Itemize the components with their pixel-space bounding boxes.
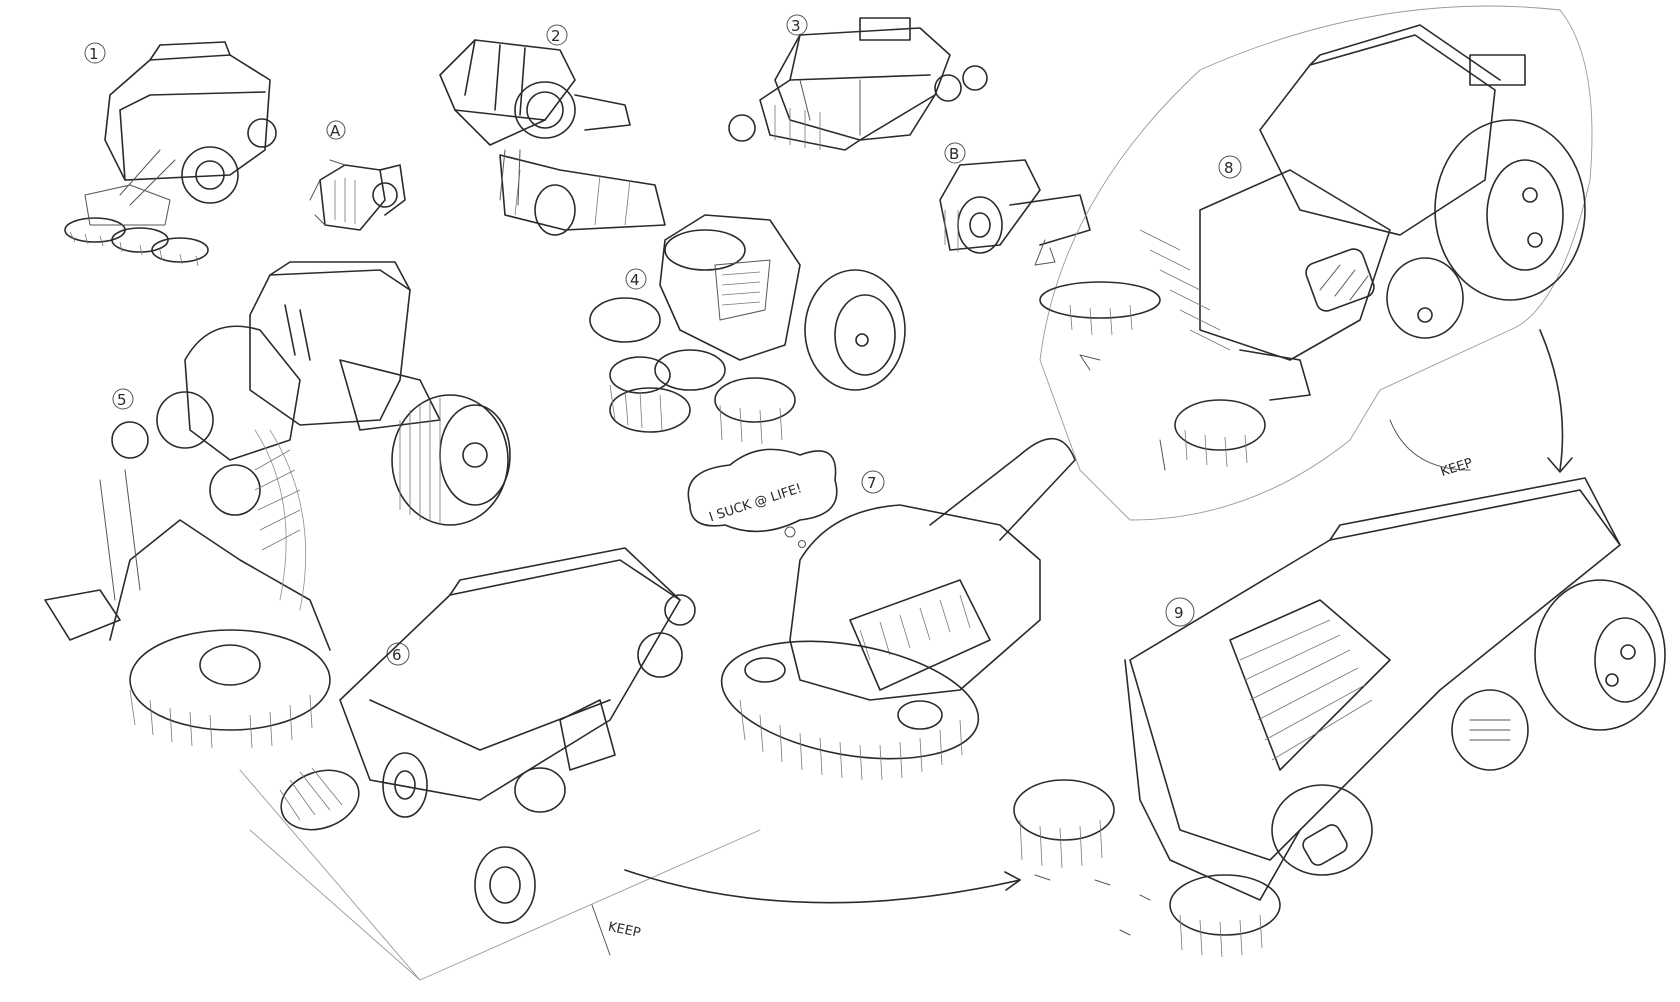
sketch-B: B	[939, 142, 1091, 266]
sketch-9: 9	[1013, 477, 1666, 958]
sketch-label-5: 5	[117, 391, 127, 409]
sketch-label-9: 9	[1174, 604, 1184, 622]
sketch-1: 1	[64, 41, 277, 267]
sketch-label-8: 8	[1224, 159, 1234, 177]
sketch-4: 4	[589, 214, 906, 445]
sketch-3: 3	[728, 14, 988, 151]
keep-6-label: KEEP	[607, 920, 642, 942]
sketch-label-4: 4	[630, 271, 640, 289]
sketch-label-6: 6	[392, 646, 402, 664]
sketch-6: 6 KEEP	[239, 547, 761, 981]
sketch-8: 8 KEEP	[1039, 5, 1593, 521]
arrow-6-to-9	[624, 869, 1021, 904]
sketch-7: 7	[720, 437, 1076, 781]
sketch-label-A: A	[330, 122, 341, 140]
sketch-2: 2	[439, 24, 666, 236]
speech-bubble: I SUCK @ LIFE!	[687, 448, 838, 548]
sketch-5: 5	[44, 261, 511, 749]
keep-8-label: KEEP	[1439, 456, 1475, 480]
sketch-label-B: B	[949, 145, 959, 163]
sketch-label-1: 1	[89, 45, 99, 63]
sketch-label-2: 2	[551, 27, 561, 45]
speech-bubble-text: I SUCK @ LIFE!	[707, 481, 804, 525]
sketch-A: A	[309, 120, 406, 231]
sketch-label-7: 7	[867, 474, 877, 492]
sketch-label-3: 3	[791, 17, 801, 35]
